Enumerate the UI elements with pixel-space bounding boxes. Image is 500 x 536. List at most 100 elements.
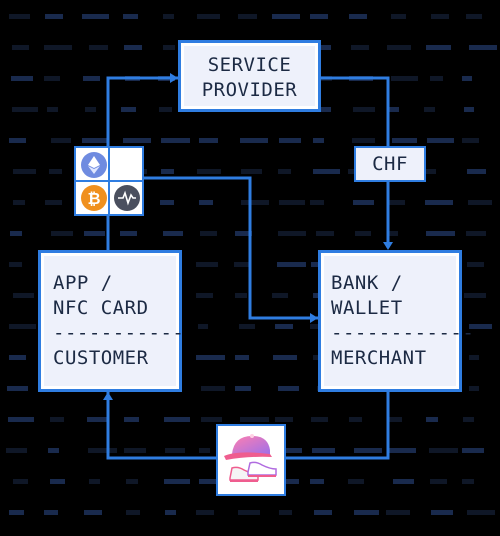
background-dash [277, 262, 306, 267]
background-dash [48, 448, 59, 453]
background-dash [12, 45, 29, 50]
background-dash [310, 200, 324, 205]
background-dash [196, 510, 214, 515]
background-dash [469, 45, 497, 50]
background-dash [275, 417, 293, 422]
background-dash [44, 510, 58, 515]
background-dash [430, 479, 447, 484]
background-dash [161, 169, 174, 174]
background-dash [123, 138, 151, 143]
background-dash [197, 14, 220, 19]
background-dash [464, 293, 486, 298]
background-dash [275, 324, 293, 329]
customer-node: APP / NFC CARD ----------- CUSTOMER [38, 250, 184, 392]
merchant-line3: MERCHANT [331, 347, 427, 369]
bitcoin-icon: ₿ [81, 185, 107, 211]
background-dash [386, 510, 410, 515]
background-dash [199, 448, 210, 453]
background-dash [159, 107, 172, 112]
background-dash [462, 138, 479, 143]
connector-crypto-merchant [110, 176, 318, 320]
background-dash [466, 231, 486, 236]
background-dash [429, 448, 458, 453]
background-dash [278, 448, 302, 453]
background-dash [11, 76, 33, 81]
background-dash [392, 138, 417, 143]
background-dash [13, 293, 34, 298]
crypto-icons-grid: ₿ [74, 146, 144, 216]
background-dash [201, 386, 225, 391]
background-dash [9, 138, 26, 143]
background-dash [464, 107, 474, 112]
background-dash [238, 510, 260, 515]
background-dash [430, 76, 443, 81]
background-dash [235, 386, 251, 391]
svg-text:₿: ₿ [87, 189, 100, 208]
background-dash [235, 355, 249, 360]
background-dash [315, 107, 331, 112]
background-dash [279, 138, 301, 143]
background-dash [349, 417, 362, 422]
background-dash [273, 355, 297, 360]
background-dash [314, 510, 332, 515]
background-dash [348, 479, 364, 484]
background-dash [163, 231, 183, 236]
background-dash [84, 231, 105, 236]
background-dash [123, 14, 138, 19]
background-dash [391, 14, 406, 19]
background-dash [391, 76, 418, 81]
background-dash [87, 417, 108, 422]
background-dash [120, 231, 137, 236]
background-dash [241, 200, 269, 205]
background-dash [124, 45, 142, 50]
service-provider-node: SERVICE PROVIDER [178, 40, 321, 112]
background-dash [45, 14, 63, 19]
background-dash [241, 169, 262, 174]
background-dash [235, 231, 252, 236]
background-dash [124, 448, 146, 453]
background-dash [462, 479, 474, 484]
background-dash [389, 448, 416, 453]
background-dash [200, 231, 217, 236]
background-dash [279, 510, 292, 515]
background-dash [431, 510, 453, 515]
background-dash [462, 448, 484, 453]
background-dash [164, 479, 190, 484]
background-dash [7, 386, 28, 391]
background-dash [278, 169, 291, 174]
background-dash [426, 169, 436, 174]
background-dash [388, 107, 399, 112]
currency-badge: CHF [354, 146, 426, 182]
connector-provider-merchant [320, 76, 390, 148]
background-dash [199, 138, 218, 143]
background-dash [165, 510, 176, 515]
customer-line1: APP / [53, 272, 113, 294]
service-provider-line2: PROVIDER [201, 79, 298, 101]
background-dash [82, 138, 109, 143]
background-dash [199, 479, 219, 484]
background-dash [426, 45, 451, 50]
background-dash [234, 262, 250, 267]
background-dash [272, 293, 288, 298]
background-dash [388, 200, 405, 205]
background-dash [85, 107, 96, 112]
background-dash [50, 479, 65, 484]
background-dash [354, 510, 379, 515]
background-dash [13, 200, 25, 205]
background-dash [463, 417, 474, 422]
background-dash [50, 417, 64, 422]
background-dash [469, 355, 479, 360]
background-dash [88, 448, 117, 453]
background-dash [196, 355, 225, 360]
background-dash [199, 200, 213, 205]
background-dash [354, 448, 382, 453]
background-dash [351, 45, 369, 50]
background-dash [126, 479, 138, 484]
background-dash [238, 14, 257, 19]
background-dash [51, 231, 73, 236]
background-dash [426, 417, 438, 422]
background-dash [313, 169, 340, 174]
background-dash [352, 138, 375, 143]
arrow-into-merchant-left [310, 313, 318, 323]
goods-icons-box [216, 424, 286, 496]
